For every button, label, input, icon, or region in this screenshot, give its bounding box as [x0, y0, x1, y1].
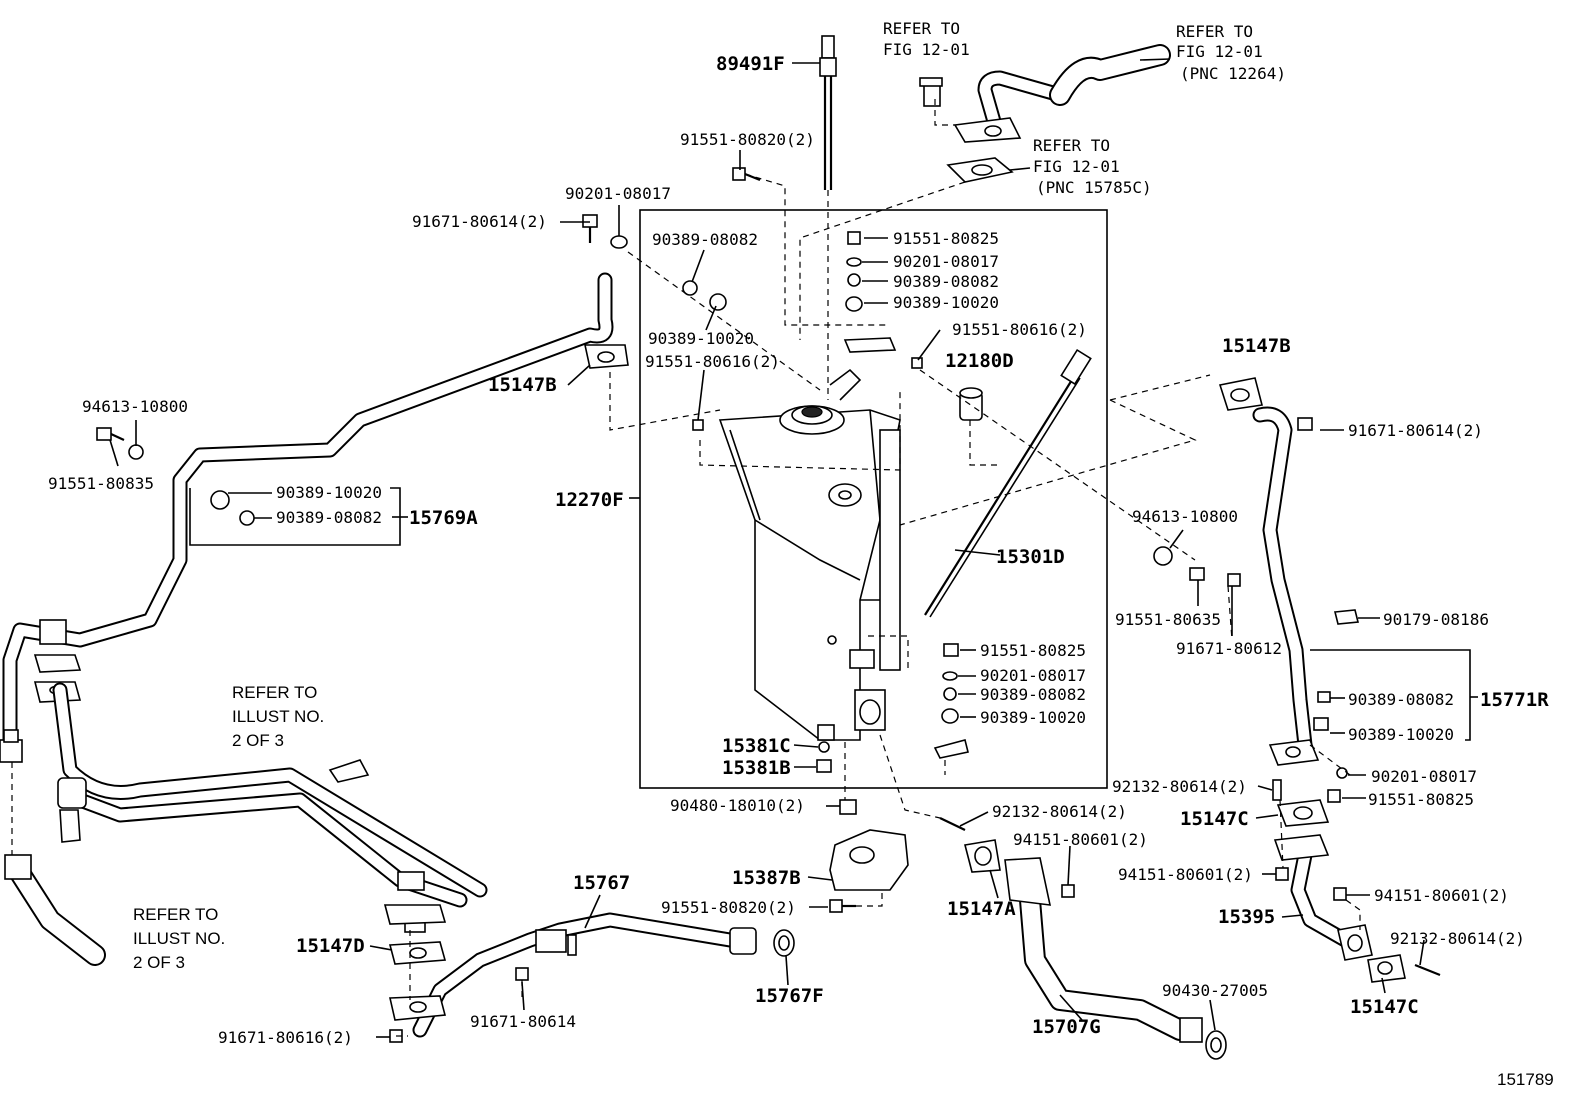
- label-90201-08017-d: 90201-08017: [1371, 767, 1477, 786]
- label-94151-80601-c: 94151-80601(2): [1374, 886, 1509, 905]
- breather-cap: [959, 387, 983, 421]
- label-15707G: 15707G: [1032, 1016, 1101, 1038]
- label-91551-80820-b: 91551-80820(2): [661, 898, 796, 917]
- figure-number: 151789: [1497, 1070, 1554, 1089]
- leader-lines: [109, 58, 1425, 1038]
- label-91671-80614-right: 91671-80614(2): [1348, 421, 1483, 440]
- label-refer-fig-b3: (PNC 12264): [1180, 64, 1286, 83]
- right-lower-pipe: [1273, 799, 1406, 983]
- label-refer-illust-a1: REFER TO: [232, 683, 317, 702]
- label-15767: 15767: [573, 872, 630, 894]
- label-15381C: 15381C: [722, 735, 791, 757]
- label-refer-fig-b2: FIG 12-01: [1176, 42, 1263, 61]
- label-91671-80614: 91671-80614: [470, 1012, 576, 1031]
- label-15147D: 15147D: [296, 935, 365, 957]
- label-91551-80635: 91551-80635: [1115, 610, 1221, 629]
- label-refer-fig-b1: REFER TO: [1176, 22, 1253, 41]
- label-15769A: 15769A: [409, 507, 478, 529]
- label-refer-fig-c1: REFER TO: [1033, 136, 1110, 155]
- label-90201-08017-b: 90201-08017: [893, 252, 999, 271]
- label-94613-10800-left: 94613-10800: [82, 397, 188, 416]
- level-gauge: [924, 348, 1092, 618]
- group-brackets: [189, 487, 1478, 741]
- label-92132-80614-b: 92132-80614(2): [992, 802, 1127, 821]
- label-12270F: 12270F: [555, 489, 624, 511]
- label-15147A: 15147A: [947, 898, 1016, 920]
- label-90179-08186: 90179-08186: [1383, 610, 1489, 629]
- label-15147C-a: 15147C: [1180, 808, 1249, 830]
- label-91551-80825-d: 91551-80825: [1368, 790, 1474, 809]
- left-lower-hose: [4, 762, 106, 966]
- drain-hose: [964, 839, 1227, 1060]
- label-90480-18010: 90480-18010(2): [670, 796, 805, 815]
- assembly-dashes: [396, 99, 1361, 1037]
- label-refer-fig-a1: REFER TO: [883, 19, 960, 38]
- assembly-frame: [639, 209, 1108, 789]
- label-90201-08017-c: 90201-08017: [980, 666, 1086, 685]
- lower-oil-pipe: [388, 912, 795, 1038]
- crossover-pipes: [52, 682, 488, 933]
- label-91551-80616-a: 91551-80616(2): [645, 352, 780, 371]
- label-91671-80616: 91671-80616(2): [218, 1028, 353, 1047]
- label-15147C-b: 15147C: [1350, 996, 1419, 1018]
- label-12180D: 12180D: [945, 350, 1014, 372]
- label-91671-80614-left: 91671-80614(2): [412, 212, 547, 231]
- label-91551-80616-b: 91551-80616(2): [952, 320, 1087, 339]
- label-91551-80825-a: 91551-80825: [893, 229, 999, 248]
- label-refer-fig-c3: (PNC 15785C): [1036, 178, 1152, 197]
- label-15147B-left: 15147B: [488, 374, 557, 396]
- label-refer-illust-a2: ILLUST NO.: [232, 707, 324, 726]
- label-92132-80614-a: 92132-80614(2): [1112, 777, 1247, 796]
- label-refer-illust-b2: ILLUST NO.: [133, 929, 225, 948]
- oil-tank: [718, 368, 901, 741]
- label-15147B-right: 15147B: [1222, 335, 1291, 357]
- top-hose: [919, 44, 1171, 183]
- label-15381B: 15381B: [722, 757, 791, 779]
- label-90389-08082-a: 90389-08082: [652, 230, 758, 249]
- label-15771R: 15771R: [1480, 689, 1549, 711]
- outlet-fitting: [829, 742, 909, 891]
- label-91671-80612: 91671-80612: [1176, 639, 1282, 658]
- label-90389-08082-e: 90389-08082: [1348, 690, 1454, 709]
- label-92132-80614-c: 92132-80614(2): [1390, 929, 1525, 948]
- label-15767F: 15767F: [755, 985, 824, 1007]
- label-91551-80825-c: 91551-80825: [980, 641, 1086, 660]
- label-90389-08082-d: 90389-08082: [980, 685, 1086, 704]
- label-15301D: 15301D: [996, 546, 1065, 568]
- label-90430-27005: 90430-27005: [1162, 981, 1268, 1000]
- label-90201-08017-top: 90201-08017: [565, 184, 671, 203]
- label-90389-10020-d: 90389-10020: [980, 708, 1086, 727]
- label-refer-illust-b1: REFER TO: [133, 905, 218, 924]
- right-feed-pipe: [1218, 377, 1360, 766]
- callout-labels: 89491F REFER TO FIG 12-01 REFER TO FIG 1…: [48, 19, 1554, 1089]
- label-15387B: 15387B: [732, 867, 801, 889]
- label-90389-10020-a: 90389-10020: [648, 329, 754, 348]
- label-refer-illust-b3: 2 OF 3: [133, 953, 185, 972]
- label-90389-10020-b: 90389-10020: [893, 293, 999, 312]
- label-91551-80835: 91551-80835: [48, 474, 154, 493]
- dipstick: [819, 35, 837, 400]
- label-90389-08082-b: 90389-08082: [893, 272, 999, 291]
- label-90389-08082-c: 90389-08082: [276, 508, 382, 527]
- label-refer-fig-a2: FIG 12-01: [883, 40, 970, 59]
- label-refer-illust-a3: 2 OF 3: [232, 731, 284, 750]
- label-94613-10800-right: 94613-10800: [1132, 507, 1238, 526]
- label-94151-80601-b: 94151-80601(2): [1118, 865, 1253, 884]
- label-refer-fig-c2: FIG 12-01: [1033, 157, 1120, 176]
- label-89491F: 89491F: [716, 53, 785, 75]
- label-91551-80820-top: 91551-80820(2): [680, 130, 815, 149]
- left-return-pipe: [0, 272, 629, 763]
- label-90389-10020-e: 90389-10020: [1348, 725, 1454, 744]
- label-15395: 15395: [1218, 906, 1275, 928]
- label-90389-10020-c: 90389-10020: [276, 483, 382, 502]
- label-94151-80601-a: 94151-80601(2): [1013, 830, 1148, 849]
